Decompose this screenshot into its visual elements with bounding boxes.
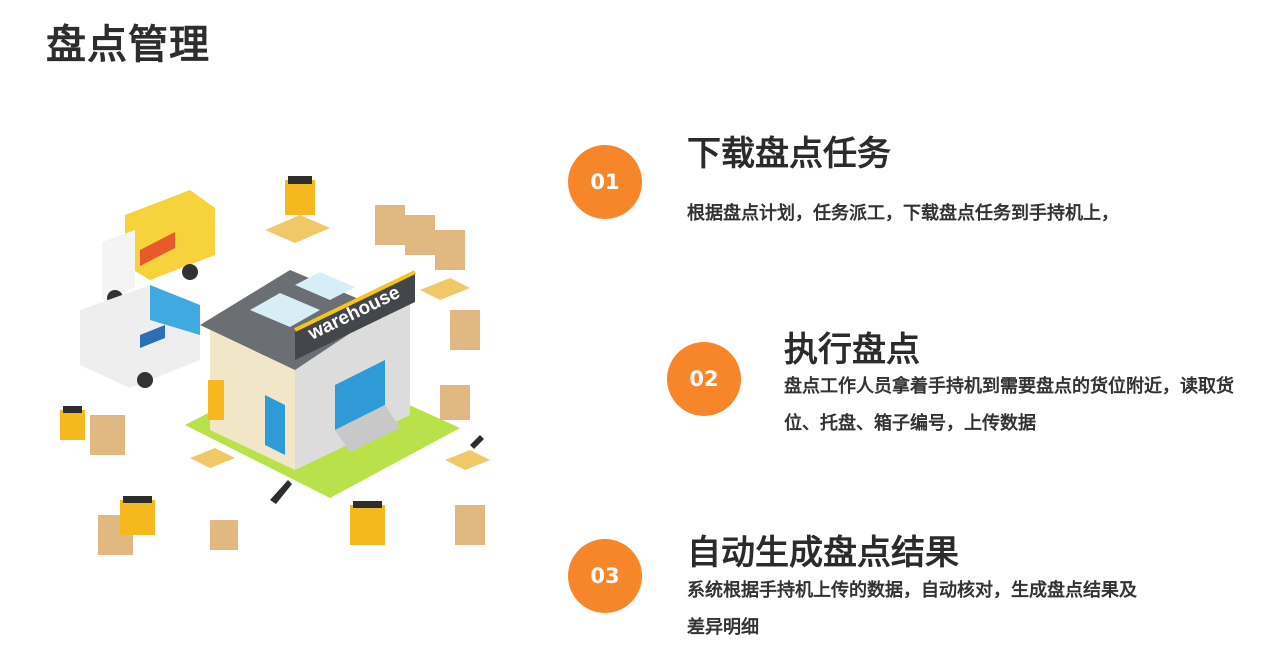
page-title: 盘点管理: [46, 22, 210, 68]
step-1-desc: 根据盘点计划，任务派工，下载盘点任务到手持机上，: [687, 203, 1119, 224]
step-2-badge: 02: [667, 342, 741, 416]
warehouse-illustration: warehouse: [60, 176, 490, 555]
step-3-badge: 03: [568, 539, 642, 613]
step-1-badge: 01: [568, 145, 642, 219]
step-2-title: 执行盘点: [784, 330, 920, 370]
step-3-title: 自动生成盘点结果: [687, 533, 959, 573]
step-1-title: 下载盘点任务: [687, 134, 891, 174]
step-3-desc: 系统根据手持机上传的数据，自动核对，生成盘点结果及差异明细: [687, 580, 1137, 638]
step-2-desc: 盘点工作人员拿着手持机到需要盘点的货位附近，读取货位、托盘、箱子编号，上传数据: [784, 376, 1234, 434]
